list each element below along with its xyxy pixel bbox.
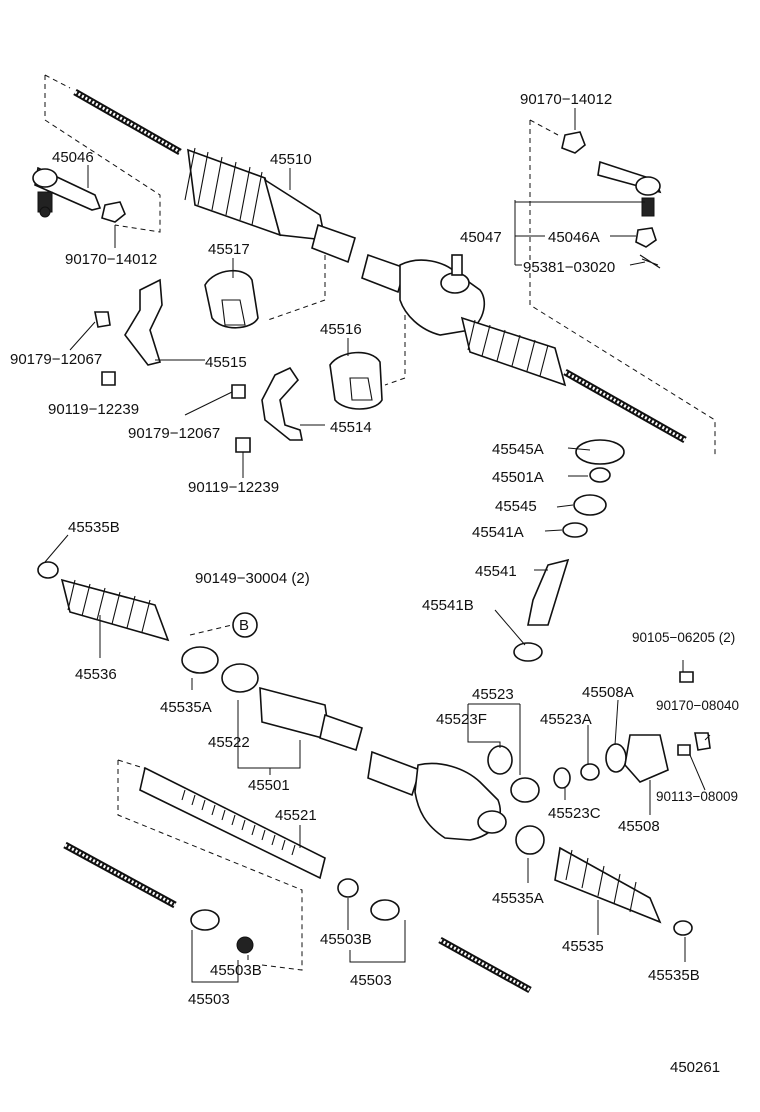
- label-45508A: 45508A: [582, 684, 634, 701]
- label-45541B: 45541B: [422, 597, 474, 614]
- label-45047: 45047: [460, 229, 502, 246]
- boot-45535: [515, 825, 693, 936]
- label-45535B-b: 45535B: [648, 967, 700, 984]
- label-45516: 45516: [320, 321, 362, 338]
- label-90170-14012-a: 90170−14012: [520, 91, 612, 108]
- tie-rod-group-outline-left: [44, 75, 161, 233]
- label-45046A: 45046A: [548, 229, 600, 246]
- label-45535: 45535: [562, 938, 604, 955]
- boot-45510: [184, 147, 356, 264]
- bracket-45515: [124, 278, 163, 366]
- label-b: B: [239, 617, 249, 634]
- diagram-code: 450261: [670, 1059, 720, 1076]
- boot-45536: [37, 561, 170, 642]
- leader-lines: [44, 108, 711, 983]
- tie-rod-end-45046: [32, 166, 102, 218]
- bolts-upper: [94, 311, 251, 453]
- label-45535A-b: 45535A: [492, 890, 544, 907]
- label-45503B-b: 45503B: [210, 962, 262, 979]
- label-45514: 45514: [330, 419, 372, 436]
- label-45523F: 45523F: [436, 711, 487, 728]
- label-45503-b: 45503: [188, 991, 230, 1008]
- label-45535B-a: 45535B: [68, 519, 120, 536]
- seal-parts-lower: [487, 671, 711, 803]
- label-45545: 45545: [495, 498, 537, 515]
- label-45541: 45541: [475, 563, 517, 580]
- inner-tie-rod-left: [63, 841, 254, 954]
- label-90179-12067-a: 90179−12067: [10, 351, 102, 368]
- boot-right-upper: [460, 316, 567, 387]
- bracket-45514: [261, 366, 303, 441]
- label-45515: 45515: [205, 354, 247, 371]
- label-45523A: 45523A: [540, 711, 592, 728]
- nut-45046A: [635, 227, 657, 248]
- label-90113-08009: 90113−08009: [656, 789, 738, 804]
- bushing-45516: [329, 351, 383, 410]
- label-90179-12067-b: 90179−12067: [128, 425, 220, 442]
- clamp-45535A-left: [181, 646, 219, 674]
- rack-housing-lower: [221, 663, 507, 841]
- label-45501A: 45501A: [492, 469, 544, 486]
- label-45501: 45501: [248, 777, 290, 794]
- label-45523C: 45523C: [548, 805, 601, 822]
- label-90170-14012-b: 90170−14012: [65, 251, 157, 268]
- cotter-pin-95381: [639, 254, 661, 269]
- label-45521: 45521: [275, 807, 317, 824]
- label-45522: 45522: [208, 734, 250, 751]
- part-labels: 45046 45510 90170−14012 90170−14012 4551…: [10, 91, 739, 1076]
- label-45508: 45508: [618, 818, 660, 835]
- rack-group-outline: [117, 760, 303, 971]
- label-95381-03020: 95381−03020: [523, 259, 615, 276]
- label-90119-12239-b: 90119−12239: [188, 479, 279, 496]
- label-90105-06205: 90105−06205 (2): [632, 630, 735, 645]
- nut-90170-14012-right: [561, 131, 586, 154]
- label-45046: 45046: [52, 149, 94, 166]
- callout-b: [232, 612, 258, 638]
- inner-tie-rod-right: [337, 878, 532, 994]
- tie-rod-group-outline-right: [529, 120, 716, 455]
- label-90170-08040: 90170−08040: [656, 698, 739, 713]
- rack-45521: [139, 766, 326, 880]
- bushing-45517: [204, 269, 259, 329]
- label-45503-a: 45503: [350, 972, 392, 989]
- tie-rod-upper-left: [73, 88, 182, 156]
- label-45503B-a: 45503B: [320, 931, 372, 948]
- pinion-stack: [513, 439, 625, 662]
- label-45541A: 45541A: [472, 524, 524, 541]
- label-45545A: 45545A: [492, 441, 544, 458]
- label-45517: 45517: [208, 241, 250, 258]
- tie-rod-end-45047: [597, 160, 662, 217]
- nut-90170-14012-left: [101, 201, 126, 223]
- rack-housing-upper: [361, 253, 486, 336]
- tie-rod-upper-right: [563, 368, 687, 444]
- label-90149-30004: 90149−30004 (2): [195, 570, 310, 587]
- label-90119-12239-a: 90119−12239: [48, 401, 139, 418]
- label-45535A-a: 45535A: [160, 699, 212, 716]
- label-45523: 45523: [472, 686, 514, 703]
- label-45536: 45536: [75, 666, 117, 683]
- label-45510: 45510: [270, 151, 312, 168]
